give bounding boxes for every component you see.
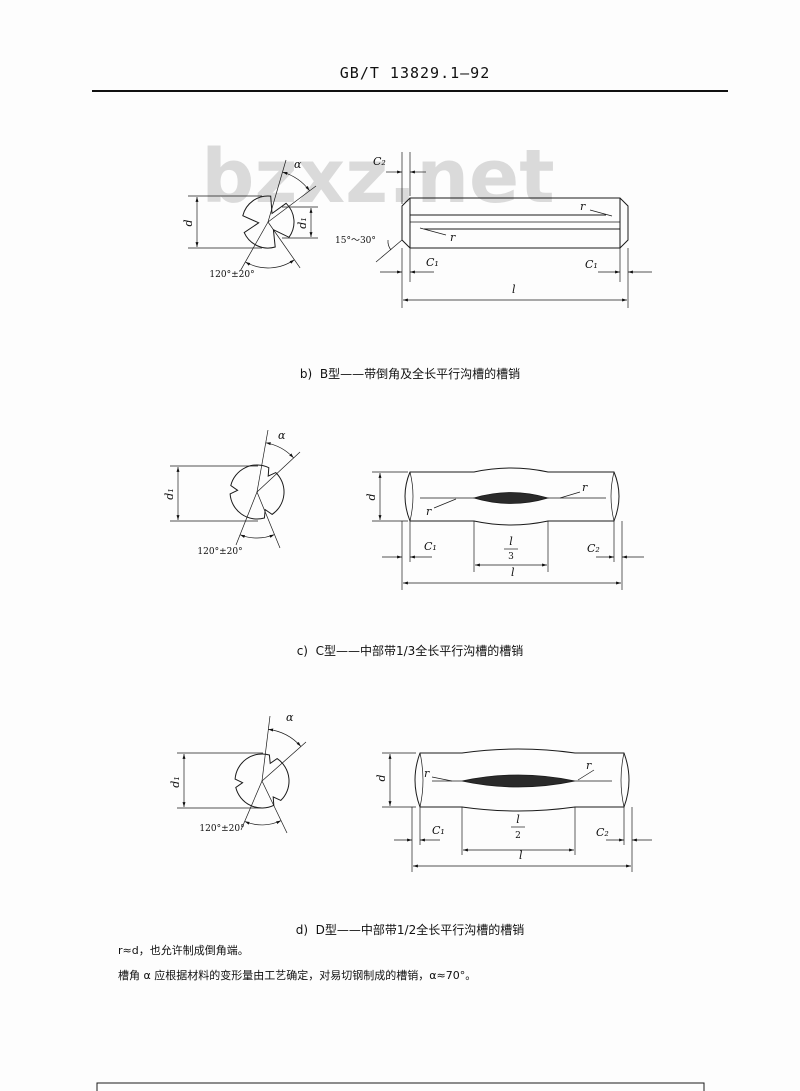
bottom-frame — [96, 1082, 705, 1091]
label-alpha: α — [294, 158, 302, 171]
label-r-top: r — [580, 200, 586, 213]
label-alpha: α — [286, 711, 294, 724]
figure-b: d d₁ α 120°±20° — [182, 152, 652, 308]
label-r-right: r — [586, 759, 592, 772]
groove-spacing-line — [240, 780, 263, 831]
label-c1: C₁ — [424, 540, 437, 553]
label-chamfer-angle: 15°～30° — [335, 236, 376, 246]
alpha-arc — [268, 728, 302, 747]
figure-c-cross-section: d₁ α 120°±20° — [163, 429, 301, 557]
figure-b-caption: b) B型——带倒角及全长平行沟槽的槽销 — [299, 367, 521, 381]
label-r-right: r — [582, 481, 588, 494]
figure-b-cross-section: d d₁ α 120°±20° — [182, 158, 318, 280]
end-edge-left — [419, 752, 424, 808]
leader-line — [433, 498, 457, 509]
figure-c-side-view: r r d C₁ l 3 — [365, 467, 644, 590]
label-d: d — [365, 493, 378, 500]
label-c1-left: C₁ — [426, 256, 439, 269]
grooved-pin-section-outline — [229, 464, 285, 520]
groove-spacing-line — [267, 221, 301, 269]
end-edge-right — [620, 752, 625, 808]
figure-c-caption: c) C型——中部带1/3全长平行沟槽的槽销 — [296, 644, 524, 658]
label-groove-length-numerator: l — [516, 813, 520, 826]
label-length: l — [519, 849, 523, 862]
groove-spacing-line — [240, 221, 269, 271]
alpha-line — [267, 185, 317, 223]
figure-c: d₁ α 120°±20° r r — [163, 429, 644, 590]
alpha-line — [256, 429, 269, 493]
note-groove-angle: 槽角 α 应根据材料的变形量由工艺确定，对易切钢制成的槽销，α≈70°。 — [118, 969, 477, 982]
label-c2: C₂ — [373, 155, 386, 168]
groove-spacing-arc — [245, 259, 295, 269]
groove-spacing-line — [235, 491, 258, 546]
watermark: bzxz.net — [201, 134, 554, 220]
label-groove-spacing: 120°±20° — [199, 824, 244, 834]
alpha-line — [267, 159, 287, 223]
label-d1: d₁ — [163, 488, 176, 499]
leader-line — [431, 776, 453, 782]
groove-spacing-line — [256, 491, 281, 549]
label-groove-length-denominator: 2 — [515, 831, 521, 841]
end-edge-left — [409, 471, 414, 522]
label-d1: d₁ — [296, 217, 309, 228]
label-groove-length-numerator: l — [509, 535, 513, 548]
label-length: l — [512, 283, 516, 296]
label-c1: C₁ — [432, 824, 445, 837]
chamfer-angle-arc — [387, 239, 392, 251]
note-r-approx-d: r≈d，也允许制成倒角端。 — [118, 944, 249, 957]
header-rule — [92, 90, 728, 92]
end-edge-right — [610, 471, 615, 522]
alpha-arc — [265, 442, 294, 459]
leader-line — [419, 227, 447, 236]
label-groove-spacing: 120°±20° — [209, 270, 254, 280]
label-c2: C₂ — [596, 826, 609, 839]
label-c1-right: C₁ — [585, 258, 598, 271]
leader-line — [559, 491, 581, 499]
label-d: d — [182, 219, 195, 226]
grooved-pin-section-outline — [242, 195, 295, 249]
label-groove-spacing: 120°±20° — [197, 547, 242, 557]
figure-d-side-view: r r d C₁ l 2 — [375, 748, 652, 872]
chamfer-angle-line — [375, 239, 403, 263]
groove-spacing-line — [261, 780, 288, 834]
figure-d-caption: d) D型——中部带1/2全长平行沟槽的槽销 — [295, 923, 525, 937]
alpha-line — [261, 715, 271, 782]
groove — [472, 492, 550, 504]
label-r-left: r — [424, 767, 430, 780]
label-groove-length-denominator: 3 — [508, 552, 514, 562]
alpha-line — [256, 451, 301, 493]
label-r-left: r — [426, 505, 432, 518]
groove-spacing-arc — [244, 820, 282, 826]
label-length: l — [511, 566, 515, 579]
groove-spacing-arc — [239, 534, 275, 539]
label-r-bottom: r — [450, 231, 456, 244]
leader-line — [589, 209, 613, 217]
figure-b-side-view: r r C₂ 15°～30° C₁ C₁ — [335, 152, 652, 308]
grooved-pin-section-outline — [234, 753, 290, 809]
figure-d: d₁ α 120°±20° r r — [169, 711, 652, 872]
label-c2: C₂ — [587, 542, 600, 555]
label-alpha: α — [278, 429, 286, 442]
leader-line — [577, 769, 595, 781]
alpha-line — [261, 741, 307, 782]
figure-d-cross-section: d₁ α 120°±20° — [169, 711, 307, 834]
groove — [461, 774, 576, 788]
label-d: d — [375, 774, 388, 781]
alpha-arc — [282, 171, 310, 192]
standard-code: GB/T 13829.1—92 — [339, 64, 491, 82]
label-d1: d₁ — [169, 776, 182, 787]
